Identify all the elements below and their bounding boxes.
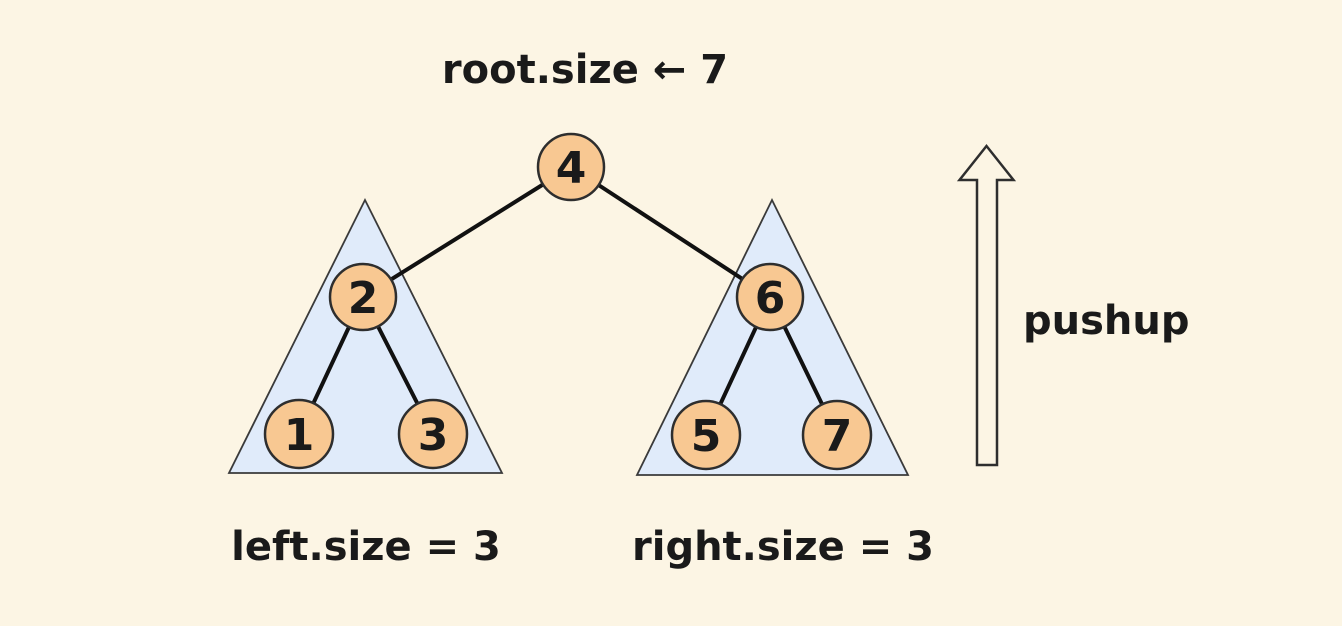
node-2-circle bbox=[328, 262, 398, 332]
node-2-label: 2 bbox=[348, 273, 379, 324]
node-1-circle bbox=[263, 398, 335, 470]
node-4-circle bbox=[536, 132, 606, 202]
node-7-label: 7 bbox=[822, 411, 853, 462]
node-1-label: 1 bbox=[284, 410, 315, 461]
node-5-circle bbox=[670, 399, 742, 471]
node-6-label: 6 bbox=[755, 273, 786, 324]
node-3-circle bbox=[397, 398, 469, 470]
node-3-label: 3 bbox=[418, 410, 449, 461]
title-label: root.size ← 7 bbox=[442, 47, 728, 93]
node-4-label: 4 bbox=[556, 143, 587, 194]
pushup-label: pushup bbox=[1023, 298, 1190, 344]
edge-root-to-left bbox=[361, 165, 573, 299]
edge-root-to-right bbox=[569, 165, 772, 299]
pushup-arrow-icon bbox=[956, 143, 1017, 467]
node-7-circle bbox=[801, 399, 873, 471]
right-size-label: right.size = 3 bbox=[632, 524, 934, 570]
left-size-label: left.size = 3 bbox=[231, 524, 501, 570]
node-6-circle bbox=[735, 262, 805, 332]
node-5-label: 5 bbox=[691, 411, 722, 462]
